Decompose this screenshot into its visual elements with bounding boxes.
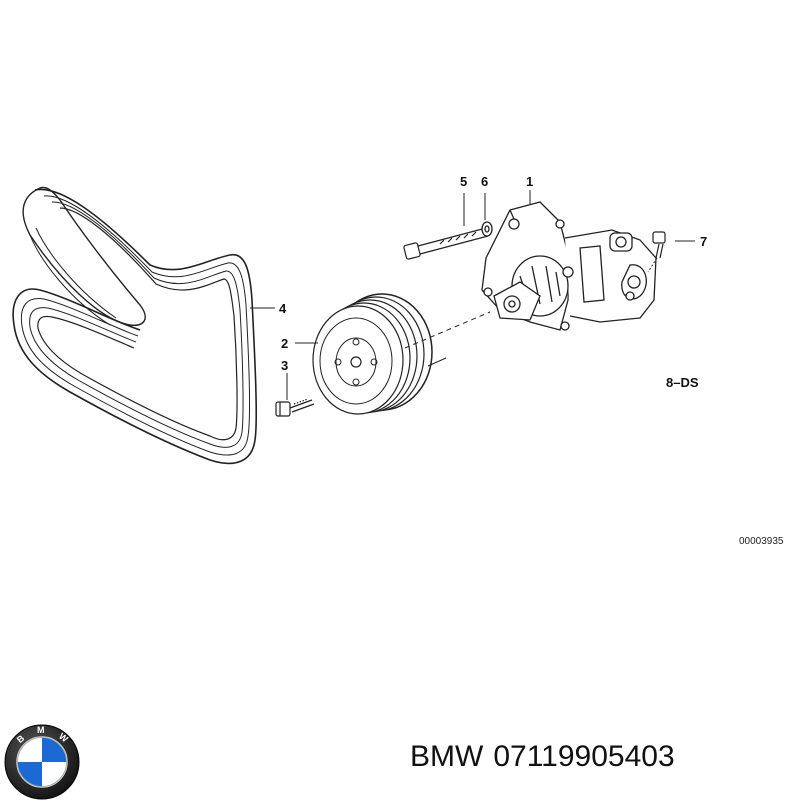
svg-text:M: M [37, 725, 45, 735]
pulley [312, 293, 433, 415]
callout-8-ds: 8–DS [666, 375, 699, 390]
drive-belt [12, 186, 258, 465]
bmw-roundel-icon: B M W [4, 724, 80, 800]
washer [481, 221, 493, 237]
power-steering-pump [481, 201, 657, 331]
callout-4: 4 [279, 301, 287, 316]
brand-label: BMW [410, 740, 484, 773]
callout-6: 6 [481, 174, 488, 189]
svg-text:B: B [15, 733, 27, 745]
part-number: 07119905403 [493, 740, 675, 773]
long-bolt [403, 227, 489, 260]
callout-2: 2 [281, 336, 288, 351]
callout-5: 5 [460, 174, 467, 189]
callout-1: 1 [526, 174, 533, 189]
callout-3: 3 [281, 358, 288, 373]
pulley-bolt [275, 398, 315, 417]
diagram-reference-number: 00003935 [739, 536, 784, 547]
leader-lines [250, 190, 695, 400]
part-caption: BMW 07119905403 [410, 740, 675, 774]
callout-7: 7 [700, 234, 707, 249]
small-bolt [652, 231, 666, 259]
